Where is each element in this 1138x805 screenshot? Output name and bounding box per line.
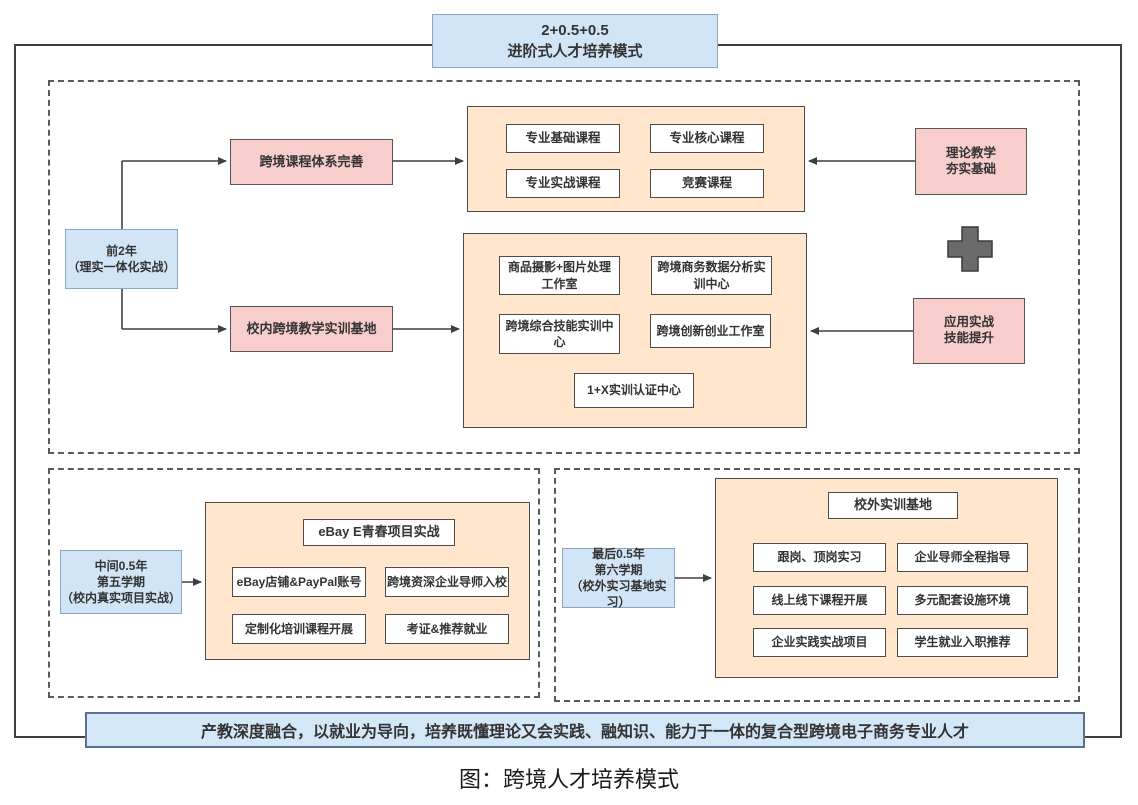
ebay-container-title: eBay E青春项目实战 xyxy=(303,519,455,546)
stage2-period-box: 中间0.5年 第五学期 （校内真实项目实战） xyxy=(60,550,182,614)
practice-box: 应用实战 技能提升 xyxy=(913,298,1025,364)
header-line1: 2+0.5+0.5 xyxy=(541,22,609,39)
base-item: 跨境综合技能实训中心 xyxy=(499,314,620,354)
plus-icon xyxy=(947,226,993,272)
stage1-period-line2: （理实一体化实战） xyxy=(67,260,176,274)
branch-training-base-box: 校内跨境教学实训基地 xyxy=(230,306,393,352)
course-item: 专业基础课程 xyxy=(506,124,620,153)
base-item: 跨境商务数据分析实训中心 xyxy=(651,256,772,295)
theory-box: 理论教学 夯实基础 xyxy=(915,128,1027,195)
header-line2: 进阶式人才培养模式 xyxy=(507,43,643,60)
offcampus-container-title: 校外实训基地 xyxy=(828,492,958,519)
stage3-group xyxy=(554,468,1080,702)
stage1-group xyxy=(48,80,1080,454)
course-item: 竞赛课程 xyxy=(650,169,764,198)
base-item: 商品摄影+图片处理工作室 xyxy=(499,256,620,295)
base-item: 跨境创新创业工作室 xyxy=(650,314,771,348)
header-title-box: 2+0.5+0.5 进阶式人才培养模式 xyxy=(432,14,718,68)
offcampus-item: 学生就业入职推荐 xyxy=(897,628,1028,657)
offcampus-item: 跟岗、顶岗实习 xyxy=(753,543,886,572)
ebay-item: 考证&推荐就业 xyxy=(385,614,509,644)
branch-curriculum-label: 跨境课程体系完善 xyxy=(259,153,364,169)
offcampus-item: 企业实践实战项目 xyxy=(753,628,886,657)
course-item: 专业实战课程 xyxy=(506,169,620,198)
base-item: 1+X实训认证中心 xyxy=(574,373,694,408)
figure-caption: 图：跨境人才培养模式 xyxy=(458,767,679,792)
banner-text: 产教深度融合，以就业为导向，培养既懂理论又会实践、融知识、能力于一体的复合型跨境… xyxy=(200,724,969,741)
bottom-banner: 产教深度融合，以就业为导向，培养既懂理论又会实践、融知识、能力于一体的复合型跨境… xyxy=(85,712,1085,748)
offcampus-item: 企业导师全程指导 xyxy=(897,543,1028,572)
branch-curriculum-box: 跨境课程体系完善 xyxy=(230,139,393,185)
stage1-period-line1: 前2年 xyxy=(106,243,137,258)
course-item: 专业核心课程 xyxy=(650,124,764,153)
ebay-item: 跨境资深企业导师入校 xyxy=(385,567,509,597)
stage3-period-box: 最后0.5年 第六学期 （校外实习基地实习） xyxy=(562,547,675,609)
ebay-item: eBay店铺&PayPal账号 xyxy=(232,567,366,597)
ebay-item: 定制化培训课程开展 xyxy=(232,614,366,644)
branch-training-base-label: 校内跨境教学实训基地 xyxy=(246,320,377,336)
stage2-group xyxy=(48,468,540,698)
offcampus-item: 线上线下课程开展 xyxy=(753,586,886,615)
stage1-period-box: 前2年 （理实一体化实战） xyxy=(65,229,178,289)
offcampus-item: 多元配套设施环境 xyxy=(897,586,1028,615)
